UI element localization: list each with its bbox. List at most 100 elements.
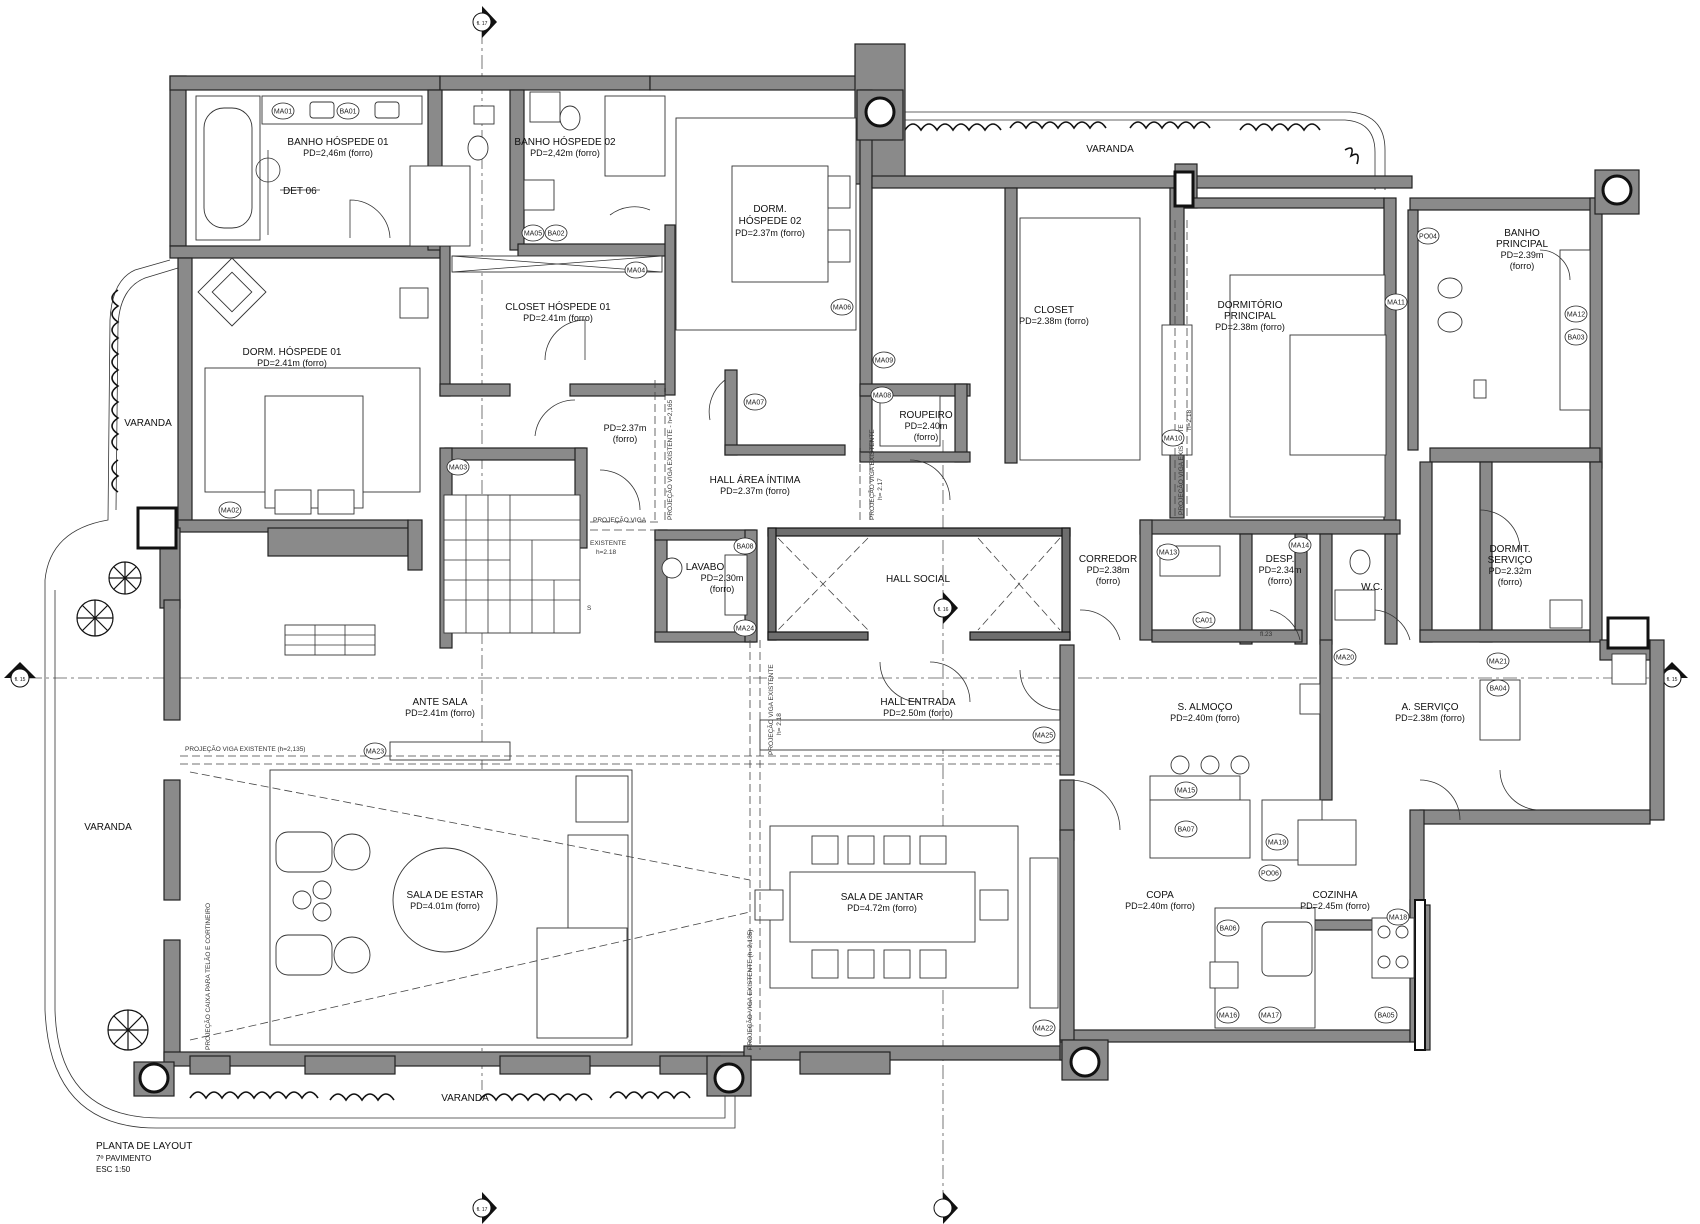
stool-3 — [312, 902, 332, 922]
tag-label: MA05 — [524, 231, 542, 238]
room-dorm-hospede-02-name2: HÓSPEDE 02 — [739, 214, 802, 227]
tag-label: BA07 — [1177, 827, 1194, 834]
room-desp-pd: PD=2.34m — [1259, 565, 1302, 575]
tag-ma04: MA04 — [624, 261, 648, 279]
room-wc-name: W.C. — [1361, 582, 1383, 593]
dining-chair-9 — [754, 889, 784, 921]
stool-1 — [292, 890, 312, 910]
dining-table — [789, 871, 976, 943]
room-labels: BANHO HÓSPEDE 01 PD=2,46m (forro) BANHO … — [84, 135, 1548, 1104]
sink-2 — [374, 101, 400, 119]
tag-ma02: MA02 — [218, 501, 242, 519]
room-closet-hospede-01-pd: PD=2.41m (forro) — [523, 313, 593, 323]
tag-ma17: MA17 — [1258, 1006, 1282, 1024]
room-sala-jantar-pd: PD=4.72m (forro) — [847, 903, 917, 913]
section-marker-center: fl. 16 — [933, 592, 958, 624]
tag-ma19: MA19 — [1265, 833, 1289, 851]
room-desp-name: DESP. — [1266, 554, 1295, 565]
beam-note-3: PROJEÇÃO VIGA — [593, 515, 647, 524]
tag-ma14: MA14 — [1288, 536, 1312, 554]
section-marker-bottom: fl. 17 — [472, 1192, 497, 1224]
dining-chair-4 — [919, 835, 947, 865]
dining-chair-10 — [979, 889, 1009, 921]
tag-label: MA06 — [833, 305, 851, 312]
side-table-dorm — [399, 287, 429, 319]
beam-note-6: PROJEÇÃO VIGA EXISTENTE (h=2,185) — [745, 930, 754, 1050]
room-a-servico-name: A. SERVIÇO — [1401, 702, 1458, 713]
bar-stool-3 — [1230, 755, 1250, 775]
tag-label: MA16 — [1219, 1013, 1237, 1020]
varanda-bottom-label: VARANDA — [441, 1093, 489, 1104]
round-pillar-top — [856, 89, 904, 141]
tag-label: MA07 — [746, 400, 764, 407]
tag-ba08: BA08 — [733, 537, 757, 555]
tag-label: MA10 — [1164, 436, 1182, 443]
toilet-lavabo — [661, 557, 683, 579]
tag-label: MA24 — [736, 626, 754, 633]
tag-label: MA03 — [449, 465, 467, 472]
doors — [349, 199, 1571, 831]
tag-ma22: MA22 — [1032, 1019, 1056, 1037]
tag-po04: PO04 — [1416, 227, 1440, 245]
tag-ma25: MA25 — [1032, 726, 1056, 744]
tag-label: CA01 — [1195, 618, 1213, 625]
toilet-banho-principal — [1437, 277, 1463, 299]
room-hall-area-intima-pd: PD=2.37m (forro) — [720, 486, 790, 496]
dining-chair-6 — [847, 949, 875, 979]
armchair-sala-1 — [275, 831, 371, 873]
dormit-servico-bed — [1549, 599, 1583, 629]
bed-dorm-principal — [1289, 334, 1387, 456]
room-roupeiro-pd2: (forro) — [914, 432, 939, 442]
appliance-copa — [1297, 819, 1357, 866]
tag-ba02: BA02 — [544, 224, 568, 242]
dining-chair-5 — [811, 949, 839, 979]
round-pillar-bottom-mid — [706, 1055, 752, 1097]
bench-hall-entrada — [759, 719, 1061, 751]
room-copa-name: COPA — [1146, 890, 1174, 901]
tag-label: MA09 — [875, 358, 893, 365]
tag-ma12: MA12 — [1564, 305, 1588, 323]
toilet-banho-02 — [559, 105, 581, 131]
closet-banho-02 — [604, 95, 666, 177]
room-dorm-hospede-02-pd: PD=2.37m (forro) — [735, 228, 805, 238]
room-closet-hospede-01-name: CLOSET HÓSPEDE 01 — [505, 300, 611, 313]
tag-ba05: BA05 — [1374, 1006, 1398, 1024]
balcony-outlines — [44, 111, 1386, 1129]
toilet-wc — [1349, 549, 1371, 575]
tag-ba03: BA03 — [1564, 328, 1588, 346]
tag-ca01: CA01 — [1192, 611, 1216, 629]
bed-dorm-hospede-02 — [731, 165, 829, 283]
tag-po06: PO06 — [1258, 864, 1282, 882]
room-banho-principal-name: BANHO — [1504, 228, 1540, 239]
dining-chair-7 — [883, 949, 911, 979]
bar-stool-2 — [1200, 755, 1220, 775]
section-marker-bottom-label: fl. 17 — [477, 1207, 488, 1213]
tag-ma15: MA15 — [1174, 781, 1198, 799]
room-a-servico-pd: PD=2.38m (forro) — [1395, 713, 1465, 723]
room-dorm-hospede-01-name: DORM. HÓSPEDE 01 — [243, 345, 342, 358]
room-ante-sala-pd: PD=2.41m (forro) — [405, 708, 475, 718]
room-banho-principal-pd: PD=2.39m — [1501, 250, 1544, 260]
pillow-4 — [317, 489, 355, 515]
varanda-left-upper-label: VARANDA — [124, 418, 172, 429]
pillow-1 — [827, 175, 851, 209]
stair-direction-label: S — [587, 605, 592, 612]
staircase: S — [443, 494, 592, 634]
room-corredor-pd2: (forro) — [1096, 576, 1121, 586]
tag-ma05: MA05 — [521, 224, 545, 242]
room-banho-principal-name2: PRINCIPAL — [1496, 239, 1548, 250]
room-roupeiro-name: ROUPEIRO — [899, 410, 953, 421]
bed-dorm-hospede-01 — [264, 395, 364, 509]
tag-ma11: MA11 — [1384, 293, 1408, 311]
tag-ma10: MA10 — [1161, 429, 1185, 447]
room-s-almoco-pd: PD=2.40m (forro) — [1170, 713, 1240, 723]
sideboard-ante-sala — [389, 741, 511, 761]
tag-ma20: MA20 — [1333, 648, 1357, 666]
pillow-2 — [827, 229, 851, 263]
tag-label: MA20 — [1336, 655, 1354, 662]
tag-label: MA02 — [221, 508, 239, 515]
tag-label: MA17 — [1261, 1013, 1279, 1020]
room-dormitorio-principal-pd: PD=2.38m (forro) — [1215, 322, 1285, 332]
tag-label: MA04 — [627, 268, 645, 275]
